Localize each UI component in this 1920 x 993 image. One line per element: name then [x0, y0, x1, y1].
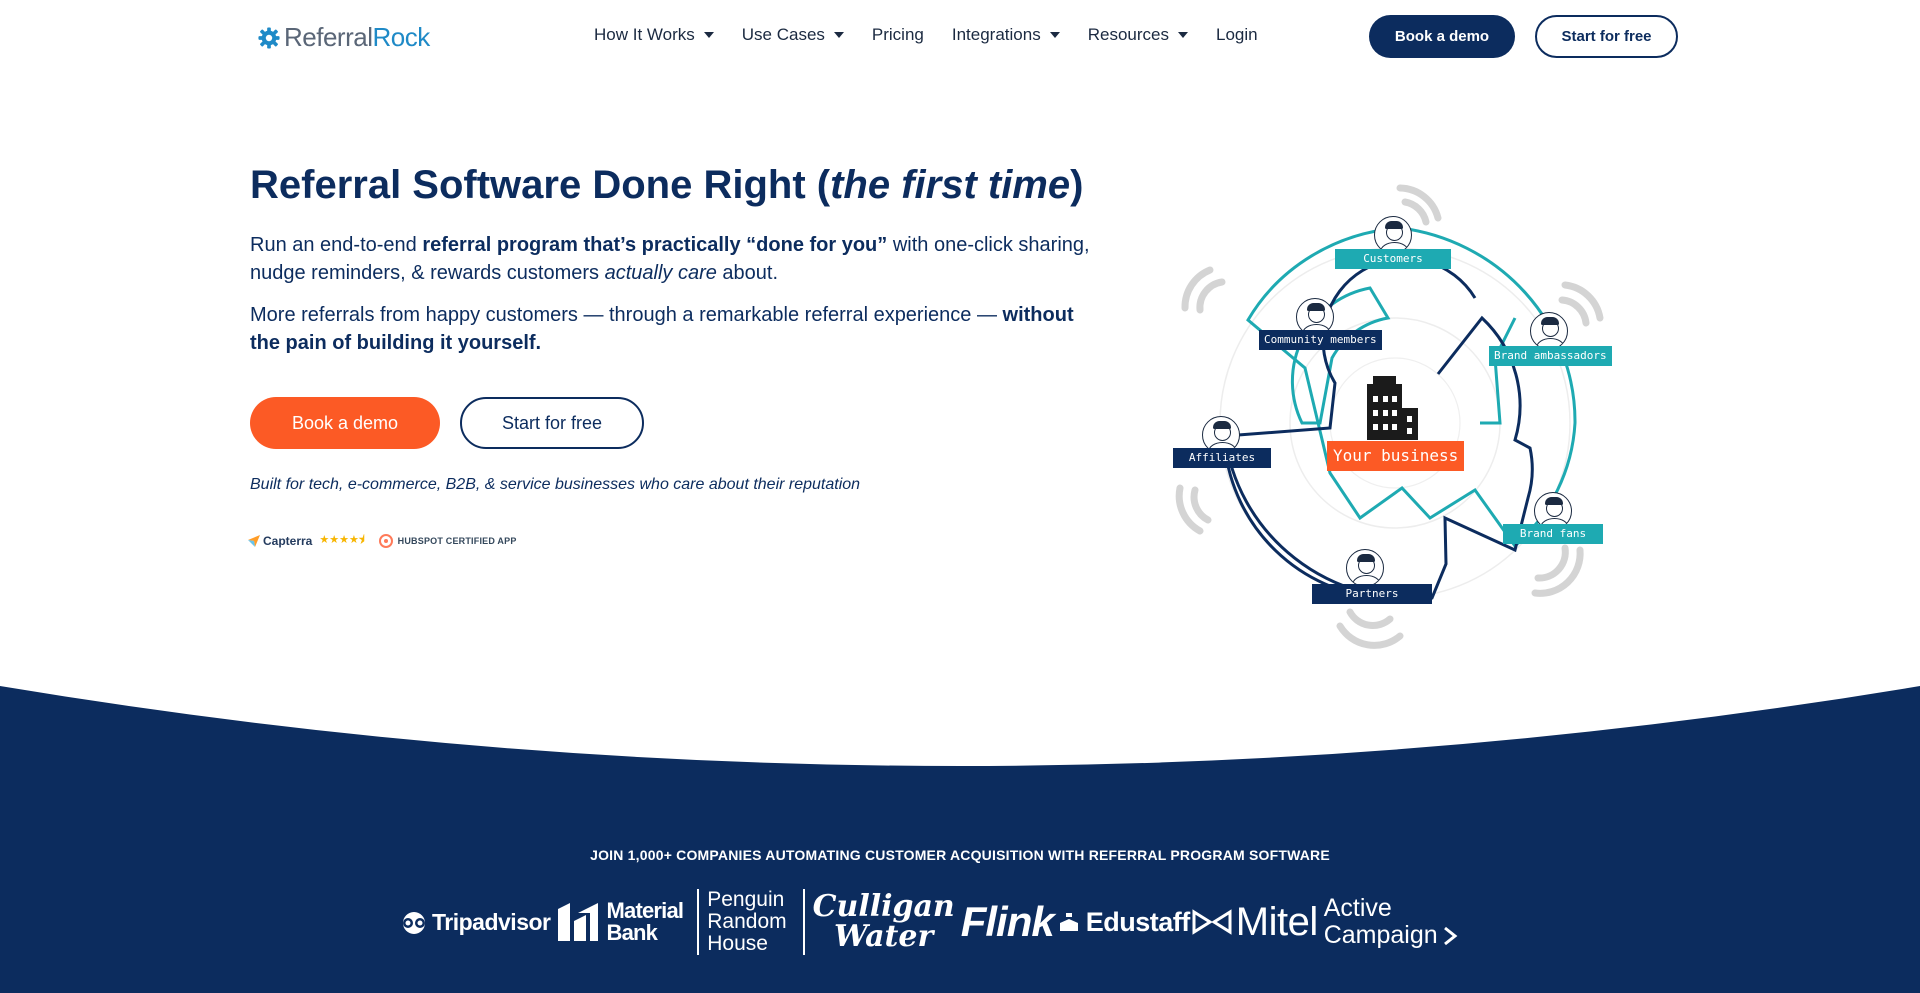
- node-brand-ambassadors: Brand ambassadors: [1489, 346, 1612, 366]
- hero-p2-a: More referrals from happy customers — th…: [250, 304, 1003, 326]
- logo-part-referral: Referral: [284, 22, 373, 52]
- nav-resources[interactable]: Resources: [1088, 25, 1188, 45]
- material-bank-line2: Bank: [606, 920, 658, 945]
- main-nav: How It Works Use Cases Pricing Integrati…: [594, 25, 1286, 45]
- hero-book-demo-button[interactable]: Book a demo: [250, 397, 440, 449]
- caret-down-icon: [833, 32, 844, 38]
- header-book-demo-button[interactable]: Book a demo: [1369, 15, 1515, 58]
- header-start-free-button[interactable]: Start for free: [1535, 15, 1678, 58]
- mitel-logo: Mitel: [1192, 900, 1318, 945]
- hubspot-label: HUBSPOT CERTIFIED APP: [397, 535, 517, 546]
- built-for-text: Built for tech, e-commerce, B2B, & servi…: [250, 476, 861, 493]
- edustaff-mark-icon: [1059, 913, 1078, 931]
- hero-subdescription: More referrals from happy customers — th…: [250, 301, 1090, 357]
- logo-wordmark: ReferralRock: [284, 22, 430, 53]
- prh-line2: Random: [707, 910, 787, 933]
- edustaff-logo: Edustaff: [1058, 907, 1190, 938]
- nav-label: Pricing: [871, 25, 924, 44]
- flink-logo: Flink: [960, 898, 1055, 946]
- activecampaign-line2-wrap: Campaign: [1324, 922, 1458, 949]
- referralrock-logo[interactable]: ReferralRock: [258, 22, 430, 53]
- culligan-water-logo: Culligan Water: [813, 892, 955, 952]
- node-your-business: Your business: [1327, 441, 1465, 471]
- culligan-line2: Water: [834, 919, 934, 954]
- nav-use-cases[interactable]: Use Cases: [742, 25, 844, 45]
- customer-logos: Tripadvisor Material Bank Penguin Random…: [398, 886, 1458, 958]
- mitel-mark-icon: [1192, 909, 1232, 935]
- community-members-avatar: [1296, 298, 1334, 336]
- tripadvisor-logo: Tripadvisor: [398, 908, 551, 936]
- referral-network-diagram: Customers Community members Brand ambass…: [1170, 178, 1612, 656]
- customers-band-background: [0, 686, 1920, 993]
- nav-login[interactable]: Login: [1216, 25, 1258, 45]
- nav-label: Integrations: [951, 25, 1041, 44]
- hero-title-italic: the first time: [830, 163, 1071, 207]
- nav-label: Use Cases: [741, 25, 825, 44]
- activecampaign-line2: Campaign: [1323, 921, 1438, 949]
- partners-avatar: [1346, 549, 1384, 587]
- tripadvisor-text: Tripadvisor: [432, 908, 551, 935]
- hero-title-end: ): [1070, 163, 1084, 207]
- capterra-label: Capterra: [263, 533, 313, 548]
- hubspot-icon: [378, 533, 393, 548]
- node-brand-fans: Brand fans: [1503, 524, 1603, 544]
- affiliates-avatar: [1202, 416, 1240, 454]
- logo-separator: [802, 889, 805, 955]
- culligan-line1: Culligan: [812, 889, 955, 924]
- caret-down-icon: [703, 32, 714, 38]
- flink-text: Flink: [960, 898, 1055, 945]
- hero-p1-b: referral program that’s practically “don…: [422, 234, 888, 256]
- prh-line1: Penguin: [707, 888, 785, 911]
- hubspot-badge[interactable]: HUBSPOT CERTIFIED APP: [378, 533, 517, 548]
- brand-fans-avatar: [1534, 492, 1572, 530]
- material-bank-logo: Material Bank: [556, 898, 684, 945]
- node-partners: Partners: [1312, 584, 1432, 604]
- hero-description: Run an end-to-end referral program that’…: [250, 231, 1090, 287]
- hero-p1-d: actually care: [604, 262, 717, 284]
- nav-integrations[interactable]: Integrations: [952, 25, 1060, 45]
- node-affiliates: Affiliates: [1173, 448, 1271, 468]
- edustaff-text: Edustaff: [1085, 906, 1191, 937]
- hero-title-main: Referral Software Done Right (: [250, 163, 831, 207]
- capterra-stars: ★★★★⯨: [319, 534, 365, 546]
- node-community-members: Community members: [1259, 330, 1382, 350]
- gear-logo-icon: [258, 26, 280, 49]
- logo-separator: [697, 889, 700, 955]
- capterra-arrow-icon: [248, 534, 260, 547]
- penguin-random-house-logo: Penguin Random House: [707, 889, 786, 955]
- trust-badges: Capterra ★★★★⯨ HUBSPOT CERTIFIED APP: [248, 531, 517, 550]
- hero-p2-b: without the pain of building it yourself…: [250, 304, 1074, 354]
- material-bank-line1: Material: [606, 898, 684, 923]
- material-bank-mark-icon: [558, 903, 599, 941]
- customers-band-title: JOIN 1,000+ COMPANIES AUTOMATING CUSTOME…: [590, 847, 1330, 863]
- chevron-right-icon: [1443, 926, 1458, 945]
- activecampaign-line1: Active: [1323, 894, 1392, 922]
- node-customers: Customers: [1335, 249, 1451, 269]
- nav-label: Login: [1215, 25, 1258, 44]
- nav-label: Resources: [1087, 25, 1169, 44]
- hero-p1-c: with one-click sharing, nudge reminders,…: [250, 234, 1090, 284]
- activecampaign-logo: Active Campaign: [1324, 895, 1458, 949]
- hero-title: Referral Software Done Right (the first …: [250, 163, 1083, 208]
- brand-ambassadors-avatar: [1530, 312, 1568, 350]
- caret-down-icon: [1049, 32, 1060, 38]
- capterra-badge[interactable]: Capterra ★★★★⯨: [248, 531, 365, 550]
- prh-line3: House: [707, 932, 768, 955]
- site-header: ReferralRock How It Works Use Cases Pric…: [0, 0, 1920, 74]
- hero-p1-e: about.: [716, 262, 779, 284]
- hero-p1-a: Run an end-to-end: [250, 234, 423, 256]
- nav-pricing[interactable]: Pricing: [872, 25, 924, 45]
- nav-label: How It Works: [594, 25, 695, 44]
- hero-start-free-button[interactable]: Start for free: [460, 397, 644, 449]
- diagram-graphic: [1175, 184, 1604, 649]
- mitel-text: Mitel: [1235, 899, 1318, 944]
- nav-how-it-works[interactable]: How It Works: [594, 25, 714, 45]
- owl-icon: [403, 912, 425, 934]
- logo-part-rock: Rock: [372, 22, 430, 52]
- caret-down-icon: [1177, 32, 1188, 38]
